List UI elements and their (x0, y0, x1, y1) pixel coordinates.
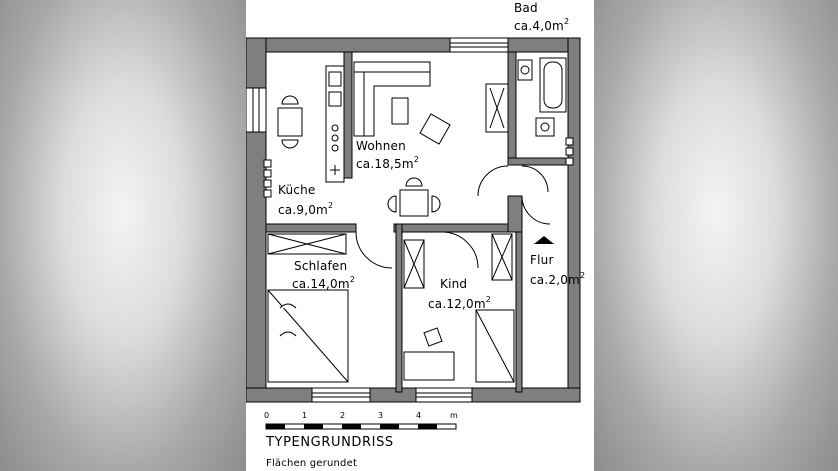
dining-chair-right (431, 195, 441, 213)
room-label-flur-area: ca.2,0m2 (530, 271, 585, 287)
dining-chair-top (405, 177, 423, 187)
room-label-wohnen-area: ca.18,5m2 (356, 155, 419, 171)
kind-desk (403, 351, 455, 381)
scale-tick-3: 3 (378, 411, 383, 420)
dining-table (399, 189, 429, 217)
kind-chair (423, 327, 443, 347)
dining-chair-left (387, 195, 397, 213)
room-label-flur-name: Flur (530, 253, 554, 267)
scale-bar: 0 1 2 3 4 m (264, 411, 458, 430)
door-swings (355, 165, 551, 269)
blurred-background-left (0, 0, 246, 471)
kitchen-table (277, 107, 303, 137)
scale-tick-1: 1 (302, 411, 307, 420)
room-label-kueche-area: ca.9,0m2 (278, 201, 333, 217)
room-label-kind-area: ca.12,0m2 (428, 295, 491, 311)
room-label-bad-area: ca.4,0m2 (514, 17, 569, 33)
scale-tick-2: 2 (340, 411, 345, 420)
kitchen-chair-top (281, 95, 299, 105)
scale-tick-0: 0 (264, 411, 269, 420)
coffee-table (391, 97, 409, 125)
room-label-kueche-name: Küche (278, 183, 315, 197)
kitchen-chair-bottom (281, 139, 299, 149)
plan-title: TYPENGRUNDRISS (265, 435, 394, 450)
room-label-wohnen-name: Wohnen (356, 139, 406, 153)
armchair (419, 113, 451, 145)
scale-tick-unit: m (450, 411, 458, 420)
floor-plan: Bad ca.4,0m2 Wohnen ca.18,5m2 Küche ca.9… (246, 0, 594, 471)
entrance-arrow-icon (534, 236, 554, 244)
plan-subtitle: Flächen gerundet (266, 458, 357, 469)
room-label-schlafen-area: ca.14,0m2 (292, 275, 355, 291)
scale-tick-4: 4 (416, 411, 421, 420)
room-label-kind-name: Kind (440, 277, 467, 291)
blurred-background-right (594, 0, 838, 471)
room-label-schlafen-name: Schlafen (294, 259, 347, 273)
sofa (353, 61, 431, 137)
furniture (267, 57, 567, 383)
room-label-bad-name: Bad (514, 1, 538, 15)
windows (246, 37, 574, 403)
floor-plan-drawing: Bad ca.4,0m2 Wohnen ca.18,5m2 Küche ca.9… (246, 1, 585, 469)
